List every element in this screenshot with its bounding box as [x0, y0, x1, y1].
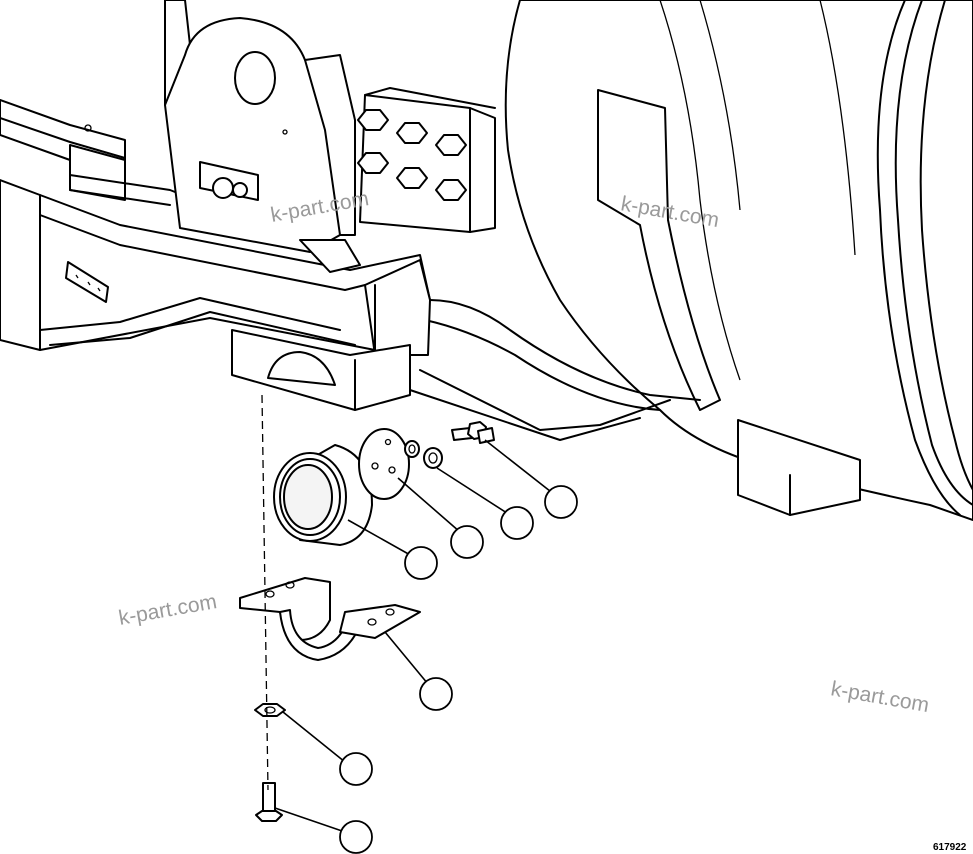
leader-lines	[274, 439, 556, 833]
plate	[358, 428, 410, 500]
saddle-strap	[239, 577, 421, 661]
nut	[254, 703, 286, 717]
callouts	[339, 485, 578, 854]
watermark: k-part.com	[829, 677, 931, 717]
callout-plate[interactable]	[450, 525, 484, 559]
callout-washer[interactable]	[500, 506, 534, 540]
tire	[504, 0, 973, 521]
axle-housing	[409, 299, 861, 516]
lift-bracket	[164, 0, 361, 273]
washer	[423, 447, 443, 469]
callout-strap[interactable]	[419, 677, 453, 711]
callout-bolt-top[interactable]	[544, 485, 578, 519]
cross-tube	[0, 99, 196, 206]
frame-rail	[0, 179, 431, 356]
watermark: k-part.com	[117, 590, 219, 630]
center-line	[261, 394, 269, 791]
callout-mount-cushion[interactable]	[404, 546, 438, 580]
bolt-bottom	[255, 782, 283, 822]
mount-cushion	[273, 444, 373, 546]
callout-bolt-bottom[interactable]	[339, 820, 373, 854]
callout-nut[interactable]	[339, 752, 373, 786]
mount-pedestal	[231, 329, 411, 411]
bolt-top	[451, 421, 495, 444]
figure-id: 617922	[933, 842, 967, 853]
bolt-block	[357, 87, 496, 233]
washer-top	[404, 440, 420, 458]
